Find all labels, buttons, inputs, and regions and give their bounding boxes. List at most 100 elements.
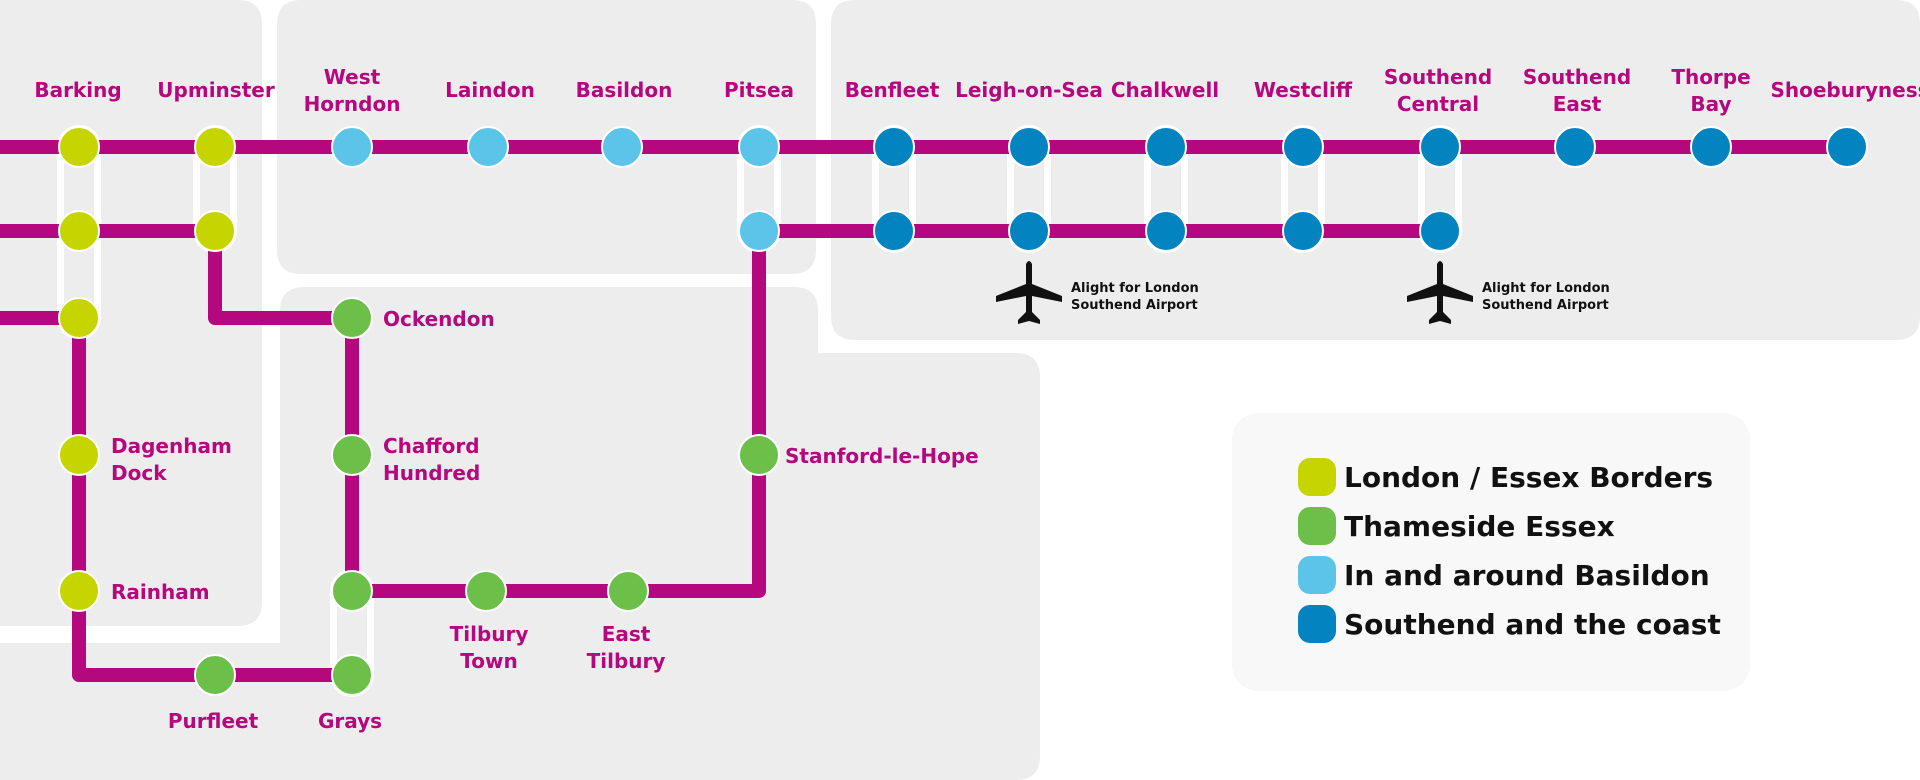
station-dot-barking-2 <box>58 210 100 252</box>
station-label-line: Thorpe <box>1671 65 1750 89</box>
station-dot-leigh <box>1008 126 1050 168</box>
legend-swatch <box>1298 507 1336 545</box>
station-dot-southend-east <box>1554 126 1596 168</box>
station-label-chalkwell: Chalkwell <box>1111 78 1219 102</box>
station-label-westcliff: Westcliff <box>1254 78 1353 102</box>
zone-around-basildon <box>277 0 816 274</box>
station-label-line: East <box>1553 92 1602 116</box>
station-dot-tilbury-town <box>465 570 507 612</box>
station-dot-chalkwell-2 <box>1145 210 1187 252</box>
airport-note-line: Southend Airport <box>1071 298 1198 313</box>
station-label-line: Hundred <box>383 461 480 485</box>
station-label-line: East <box>602 622 651 646</box>
station-label-line: Barking <box>34 78 121 102</box>
station-dot-benfleet-2 <box>873 210 915 252</box>
legend-swatch <box>1298 605 1336 643</box>
station-label-line: Westcliff <box>1254 78 1353 102</box>
station-dot-basildon <box>601 126 643 168</box>
station-label-grays: Grays <box>318 709 382 733</box>
station-label-line: Grays <box>318 709 382 733</box>
station-dot-pitsea-2 <box>738 210 780 252</box>
station-label-line: Rainham <box>111 580 210 604</box>
station-label-rainham: Rainham <box>111 580 210 604</box>
station-dot-thorpe-bay <box>1690 126 1732 168</box>
station-label-shoeburyness: Shoeburyness <box>1770 78 1920 102</box>
airplane-icon <box>1407 261 1473 324</box>
station-label-upminster: Upminster <box>157 78 275 102</box>
station-dot-stanford <box>738 434 780 476</box>
legend-swatch <box>1298 458 1336 496</box>
station-label-line: Basildon <box>576 78 673 102</box>
station-dot-benfleet <box>873 126 915 168</box>
station-label-purfleet: Purfleet <box>168 709 259 733</box>
station-label-benfleet: Benfleet <box>845 78 940 102</box>
station-dot-upminster-2 <box>194 210 236 252</box>
station-label-stanford: Stanford-le-Hope <box>785 444 979 468</box>
station-label-basildon: Basildon <box>576 78 673 102</box>
station-label-pitsea: Pitsea <box>724 78 794 102</box>
station-label-line: Shoeburyness <box>1770 78 1920 102</box>
stations <box>58 126 1868 696</box>
zone-southend-coast <box>831 0 1920 340</box>
station-label-line: Pitsea <box>724 78 794 102</box>
station-dot-southend-central <box>1419 126 1461 168</box>
legend-label: London / Essex Borders <box>1344 460 1714 494</box>
station-label-line: Laindon <box>445 78 535 102</box>
station-dot-westcliff <box>1282 126 1324 168</box>
station-dot-chalkwell <box>1145 126 1187 168</box>
station-label-line: Leigh-on-Sea <box>955 78 1103 102</box>
station-dot-dagenham-dock <box>58 434 100 476</box>
station-label-leigh: Leigh-on-Sea <box>955 78 1103 102</box>
station-dot-rainham <box>58 570 100 612</box>
station-dot-southend-central-2 <box>1419 210 1461 252</box>
station-dot-chafford-hundred <box>331 434 373 476</box>
station-label-line: West <box>324 65 381 89</box>
station-label-line: Dock <box>111 461 167 485</box>
station-label-barking: Barking <box>34 78 121 102</box>
station-dot-east-tilbury <box>607 570 649 612</box>
station-label-laindon: Laindon <box>445 78 535 102</box>
station-label-line: Upminster <box>157 78 275 102</box>
airport-note-line: Southend Airport <box>1482 298 1609 313</box>
station-label-line: Central <box>1397 92 1479 116</box>
station-label-line: Town <box>460 649 517 673</box>
station-label-ockendon: Ockendon <box>383 307 495 331</box>
station-label-line: Stanford-le-Hope <box>785 444 979 468</box>
legend-label: Thameside Essex <box>1344 509 1615 543</box>
station-label-line: Chafford <box>383 434 480 458</box>
airport-note-line: Alight for London <box>1071 281 1199 296</box>
zone-thameside-essex <box>0 287 1040 780</box>
station-label-line: Horndon <box>304 92 401 116</box>
station-dot-westcliff-2 <box>1282 210 1324 252</box>
legend-item-thameside-essex: Thameside Essex <box>1298 506 1615 546</box>
station-label-line: Tilbury <box>450 622 529 646</box>
station-dot-barking <box>58 126 100 168</box>
legend-swatch <box>1298 556 1336 594</box>
station-label-line: Ockendon <box>383 307 495 331</box>
station-dot-laindon <box>467 126 509 168</box>
station-dot-shoeburyness <box>1826 126 1868 168</box>
station-dot-purfleet <box>194 654 236 696</box>
legend-item-southend-coast: Southend and the coast <box>1298 604 1721 644</box>
station-label-line: Tilbury <box>587 649 666 673</box>
station-dot-barking-3 <box>58 297 100 339</box>
legend: London / Essex Borders Thameside Essex I… <box>1232 413 1750 691</box>
station-dot-west-horndon <box>331 126 373 168</box>
legend-item-around-basildon: In and around Basildon <box>1298 555 1710 595</box>
legend-label: In and around Basildon <box>1344 558 1710 592</box>
station-dot-grays-top <box>331 570 373 612</box>
station-label-line: Southend <box>1384 65 1492 89</box>
station-dot-pitsea <box>738 126 780 168</box>
station-dot-grays <box>331 654 373 696</box>
station-dot-leigh-2 <box>1008 210 1050 252</box>
station-dot-upminster <box>194 126 236 168</box>
